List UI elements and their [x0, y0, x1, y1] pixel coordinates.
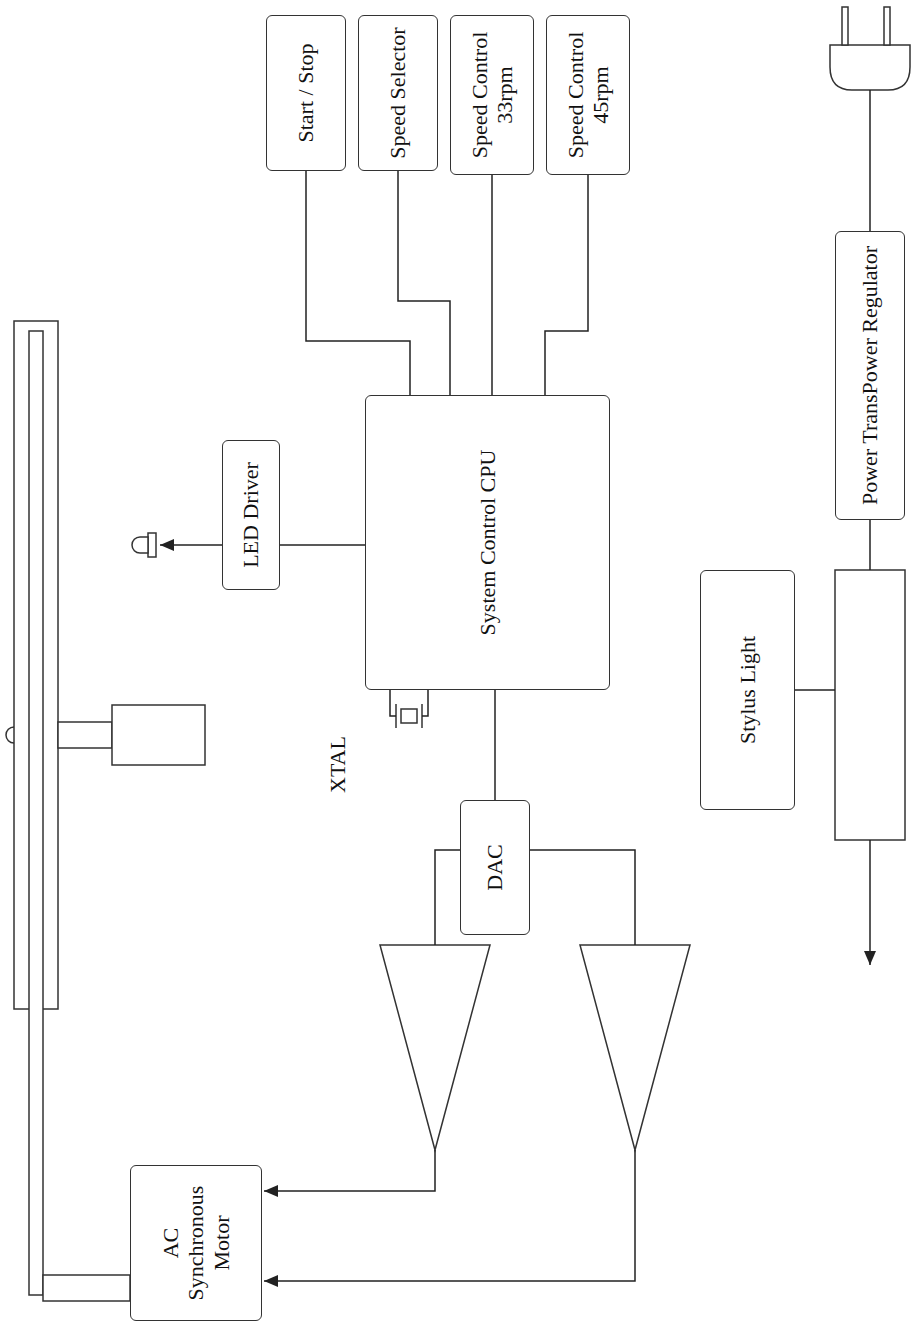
connector-line [398, 171, 450, 395]
driver-box: LED Driver [222, 440, 280, 590]
power-block [835, 570, 905, 840]
connector-line [494, 690, 496, 800]
node-text: DAC [482, 844, 507, 890]
plug-body [830, 45, 910, 90]
plug-prong [884, 7, 890, 45]
spindle-tip [6, 727, 14, 743]
bearing-housing [112, 705, 205, 765]
node-text: Start / Stop [293, 44, 318, 143]
motor-pulley [43, 1275, 130, 1301]
node-text: Speed Control 33rpm [467, 24, 518, 166]
connector-line [306, 171, 410, 395]
crystal-lead [390, 690, 396, 716]
amplifier-symbol [380, 945, 490, 1150]
input-box: Speed Control 45rpm [546, 15, 630, 175]
input-box: Speed Control 33rpm [450, 15, 534, 175]
motor-drive-wire [264, 1150, 635, 1281]
power-box: Power TransPower Regulator [835, 231, 905, 520]
input-box: Start / Stop [266, 15, 346, 171]
crystal-lead [422, 690, 428, 716]
dac-box: DAC [460, 800, 530, 935]
node-text: Speed Control 45rpm [563, 24, 614, 166]
node-text: Stylus Light [735, 636, 760, 744]
motor-drive-wire [264, 1150, 435, 1191]
node-text: AC Synchronous Motor [158, 1174, 234, 1312]
amplifier-symbol [580, 945, 690, 1150]
light-box: Stylus Light [700, 570, 795, 810]
dac-output-wire [530, 850, 635, 945]
node-text: Speed Selector [385, 27, 410, 158]
power-output-arrow [869, 840, 871, 965]
node-text: Power TransPower Regulator [857, 246, 882, 505]
node-text: LED Driver [238, 462, 263, 568]
node-text: System Control CPU [475, 450, 500, 636]
spindle-neck [58, 722, 112, 748]
connector-line [280, 544, 365, 546]
crystal-body [401, 709, 417, 723]
input-box: Speed Selector [358, 15, 438, 171]
led-base [148, 533, 156, 557]
connector-line [545, 175, 588, 395]
plug-prong [842, 7, 848, 45]
drive-belt [29, 331, 43, 1295]
led-wire [160, 544, 222, 546]
led-dome [132, 537, 148, 553]
motor-box: AC Synchronous Motor [130, 1165, 262, 1321]
dac-output-wire [435, 850, 460, 945]
part-label: XTAL [326, 736, 350, 793]
cpu-box: System Control CPU [365, 395, 610, 690]
stylus-light-wire [795, 689, 835, 691]
connector-line [491, 175, 493, 395]
